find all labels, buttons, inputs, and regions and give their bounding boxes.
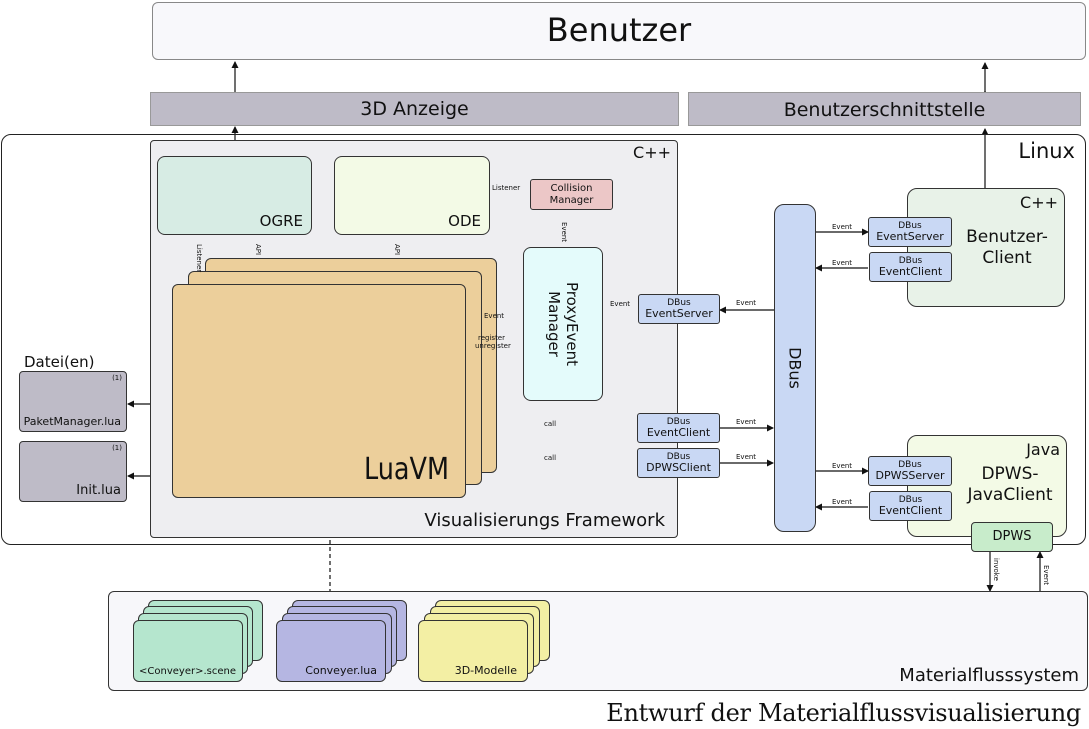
benutzerschnittstelle-bar: Benutzerschnittstelle bbox=[688, 92, 1081, 126]
paketmanager-file: (1) PaketManager.lua bbox=[19, 371, 127, 432]
event-label-collision: Event bbox=[560, 222, 568, 243]
luavm-box: LuaVM bbox=[172, 284, 466, 498]
ode-box: ODE bbox=[334, 156, 490, 235]
init-file: (1) Init.lua bbox=[19, 441, 127, 502]
listener-label-ode: Listener bbox=[492, 184, 521, 192]
api-label-ogre: API bbox=[254, 244, 262, 256]
3d-modelle-label: 3D-Modelle bbox=[454, 664, 517, 677]
event-label-dpwsclient-dbus: Event bbox=[736, 453, 757, 461]
dbus-bus: DBus bbox=[774, 204, 816, 532]
benutzer-event-server: DBus EventServer bbox=[868, 217, 952, 247]
linux-container: Linux bbox=[1, 134, 1086, 545]
register-label: register bbox=[478, 334, 505, 342]
framework-label: Visualisierungs Framework bbox=[424, 510, 665, 531]
call-label-eventclient: call bbox=[544, 420, 557, 428]
java-dpws-server: DBus DPWSServer bbox=[868, 456, 952, 486]
diagram-title: Entwurf der Materialflussvisualisierung bbox=[606, 699, 1081, 727]
luavm-label: LuaVM bbox=[364, 452, 449, 487]
scene-file: <Conveyer>.scene bbox=[133, 620, 243, 682]
event-label-eventserver: Event bbox=[610, 300, 631, 308]
dpws-box: DPWS bbox=[971, 522, 1053, 552]
fw-event-client: DBus EventClient bbox=[637, 413, 720, 443]
benutzer-client-box: C++ Benutzer- Client bbox=[907, 188, 1065, 307]
scene-label: <Conveyer>.scene bbox=[139, 666, 236, 677]
fw-event-server: DBus EventServer bbox=[638, 294, 720, 324]
conveyer-lua-label: Conveyer.lua bbox=[305, 664, 377, 677]
fw-dpws-client: DBus DPWSClient bbox=[637, 448, 720, 478]
3d-anzeige-bar: 3D Anzeige bbox=[150, 92, 679, 126]
benutzer-client-label: Benutzer- Client bbox=[966, 227, 1048, 268]
ogre-label: OGRE bbox=[259, 212, 303, 230]
event-label-proxy: Event bbox=[484, 312, 505, 320]
call-label-dpwsclient: call bbox=[544, 454, 557, 462]
java-client-box: Java DPWS- JavaClient bbox=[907, 435, 1067, 537]
api-label-ode: API bbox=[393, 244, 401, 256]
ogre-box: OGRE bbox=[157, 156, 312, 235]
event-label-dbus-eventserver: Event bbox=[736, 299, 757, 307]
event-label-eventclient-dbus: Event bbox=[736, 418, 757, 426]
linux-label: Linux bbox=[1018, 139, 1075, 163]
java-client-label: DPWS- JavaClient bbox=[967, 464, 1053, 505]
3d-modelle-file: 3D-Modelle bbox=[418, 620, 528, 682]
event-label-java-client: Event bbox=[832, 498, 853, 506]
event-label-benutzer-server: Event bbox=[832, 223, 853, 231]
benutzer-label: Benutzer bbox=[546, 11, 692, 49]
benutzerschnittstelle-label: Benutzerschnittstelle bbox=[783, 99, 986, 121]
event-label-benutzer-client: Event bbox=[832, 259, 853, 267]
listener-label-ogre: Listener bbox=[195, 244, 203, 273]
collision-manager-box: Collision Manager bbox=[530, 179, 613, 210]
collision-line1: Collision bbox=[550, 183, 593, 194]
conveyer-lua-file: Conveyer.lua bbox=[276, 620, 386, 682]
benutzer-client-lang: C++ bbox=[1020, 193, 1058, 212]
invoke-label: invoke bbox=[992, 558, 1000, 581]
dbus-bus-label: DBus bbox=[785, 347, 805, 389]
3d-anzeige-label: 3D Anzeige bbox=[360, 98, 469, 120]
ode-label: ODE bbox=[448, 212, 481, 230]
java-client-lang: Java bbox=[1026, 440, 1060, 459]
framework-lang: C++ bbox=[633, 143, 671, 162]
event-label-dpws: Event bbox=[1042, 565, 1050, 586]
proxyevent-manager-box: ProxyEvent Manager bbox=[523, 247, 603, 401]
event-label-java-server: Event bbox=[832, 462, 853, 470]
collision-line2: Manager bbox=[549, 195, 594, 206]
benutzer-event-client: DBus EventClient bbox=[869, 252, 952, 282]
materialfluss-label: Materialflusssystem bbox=[899, 665, 1079, 686]
java-event-client: DBus EventClient bbox=[869, 491, 952, 521]
files-header: Datei(en) bbox=[24, 353, 95, 371]
benutzer-box: Benutzer bbox=[152, 2, 1086, 60]
proxyevent-label: ProxyEvent Manager bbox=[545, 281, 581, 367]
unregister-label: unregister bbox=[475, 342, 511, 350]
materialfluss-container: Materialflusssystem bbox=[108, 591, 1088, 691]
